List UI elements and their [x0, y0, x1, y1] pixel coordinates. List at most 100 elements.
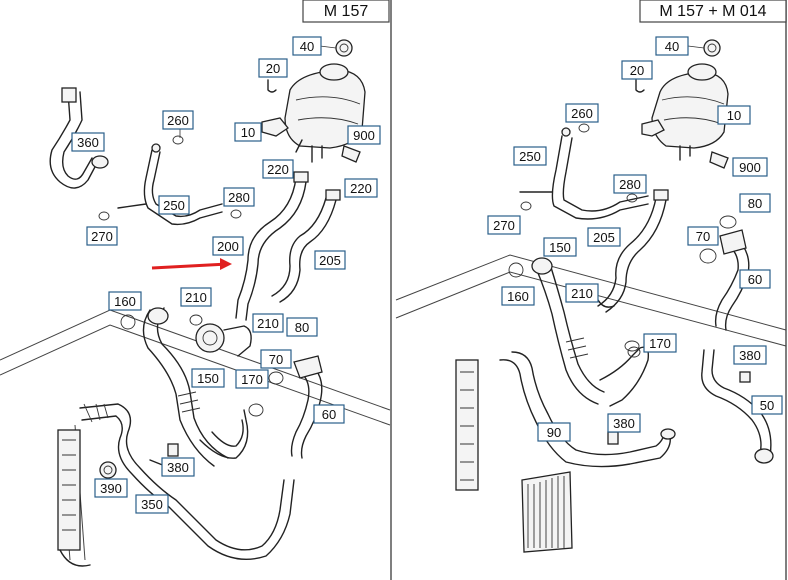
right-ring-280: [626, 193, 638, 203]
svg-text:80: 80: [748, 196, 762, 211]
callout: 205: [587, 227, 621, 247]
left-ring-70: [268, 371, 284, 385]
svg-text:900: 900: [739, 160, 761, 175]
svg-text:20: 20: [266, 61, 280, 76]
callout: 350: [135, 494, 169, 514]
svg-text:900: 900: [353, 128, 375, 143]
svg-text:170: 170: [241, 372, 263, 387]
callout: 270: [487, 215, 521, 235]
svg-text:360: 360: [77, 135, 99, 150]
svg-text:380: 380: [613, 416, 635, 431]
svg-text:250: 250: [163, 198, 185, 213]
svg-text:260: 260: [167, 113, 189, 128]
svg-text:20: 20: [630, 63, 644, 78]
svg-text:70: 70: [696, 229, 710, 244]
svg-text:250: 250: [519, 149, 541, 164]
callout: 50: [751, 395, 783, 415]
callout: 10: [717, 105, 751, 125]
callout: 80: [739, 193, 771, 213]
svg-text:380: 380: [739, 348, 761, 363]
svg-text:210: 210: [185, 290, 207, 305]
svg-text:150: 150: [549, 240, 571, 255]
callout: 160: [108, 291, 142, 311]
callout: 260: [565, 103, 599, 123]
left-ring-270: [98, 211, 110, 221]
right-ring-160: [508, 262, 524, 278]
callout: 90: [537, 422, 571, 442]
left-radiator: [0, 309, 391, 567]
right-hose-60: [714, 229, 750, 331]
left-cap-40: [335, 39, 353, 57]
svg-text:205: 205: [319, 253, 341, 268]
left-panel-parts: [0, 39, 391, 567]
callout: 40: [655, 36, 705, 56]
callout: 210: [252, 313, 284, 333]
left-sensor-10: [261, 117, 289, 137]
svg-text:270: 270: [91, 229, 113, 244]
svg-text:270: 270: [493, 218, 515, 233]
right-hose-90: [499, 351, 676, 468]
callout: 270: [86, 226, 118, 246]
right-heat-exchanger: [521, 471, 573, 553]
svg-text:280: 280: [619, 177, 641, 192]
callout: 220: [262, 159, 294, 179]
callout: 20: [258, 58, 288, 78]
callout: 360: [71, 132, 105, 152]
left-hose-150: [142, 307, 229, 467]
svg-text:10: 10: [241, 125, 255, 140]
highlight-arrow: [151, 258, 232, 270]
svg-text:205: 205: [593, 230, 615, 245]
svg-text:200: 200: [217, 239, 239, 254]
left-hose-205: [271, 189, 341, 303]
callout: 20: [621, 60, 653, 80]
callout: 150: [191, 368, 225, 388]
right-expansion-tank: [651, 63, 729, 161]
svg-text:260: 260: [571, 106, 593, 121]
right-fitting-380-top: [739, 371, 751, 383]
right-hose-250: [519, 127, 649, 220]
callout: 250: [158, 195, 190, 215]
callout: 160: [501, 286, 535, 306]
callout: 210: [180, 287, 212, 307]
right-hose-150: [531, 257, 605, 405]
svg-text:40: 40: [665, 39, 679, 54]
callout: 210: [565, 283, 599, 303]
right-ring-260: [578, 123, 590, 133]
right-callouts: 40 20 260 10 250 900 280 80 270 205 150 …: [487, 36, 783, 442]
right-cap-40: [703, 39, 721, 57]
left-hose-200: [235, 171, 309, 321]
callout: 380: [607, 413, 641, 433]
callout: 70: [260, 349, 292, 369]
svg-text:210: 210: [257, 316, 279, 331]
svg-text:220: 220: [267, 162, 289, 177]
left-ring-170: [248, 403, 264, 417]
left-pump-assembly: [189, 314, 252, 357]
svg-text:350: 350: [141, 497, 163, 512]
right-ring-170: [624, 340, 640, 352]
callout: 280: [223, 187, 255, 207]
svg-text:80: 80: [295, 320, 309, 335]
svg-text:380: 380: [167, 460, 189, 475]
callout: 150: [543, 237, 577, 257]
callout: 200: [212, 236, 244, 256]
left-ring-160: [120, 314, 136, 330]
svg-text:40: 40: [300, 39, 314, 54]
right-ring-70: [699, 248, 717, 264]
left-panel-header: M 157: [302, 0, 390, 23]
svg-text:50: 50: [760, 398, 774, 413]
left-ring-280: [230, 209, 242, 219]
left-ring-260: [172, 135, 184, 145]
callout: 280: [613, 174, 647, 194]
callout: 60: [313, 404, 345, 424]
callout: 80: [286, 317, 318, 337]
callout: 170: [235, 369, 269, 389]
svg-text:10: 10: [727, 108, 741, 123]
right-panel-header: M 157 + M 014: [639, 0, 787, 23]
svg-text:160: 160: [114, 294, 136, 309]
svg-text:390: 390: [100, 481, 122, 496]
left-clip-20: [267, 79, 277, 93]
svg-text:280: 280: [228, 190, 250, 205]
svg-text:160: 160: [507, 289, 529, 304]
svg-text:60: 60: [322, 407, 336, 422]
right-ring-270: [520, 201, 532, 211]
